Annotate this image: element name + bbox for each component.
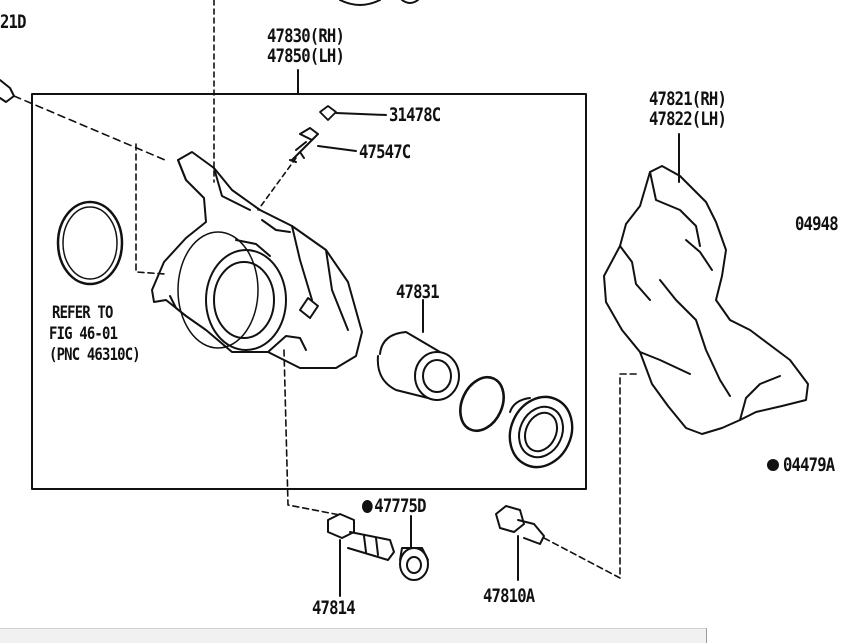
label-refer-line3: (PNC 46310C) bbox=[49, 345, 141, 365]
guide-bolt-47814 bbox=[327, 513, 395, 561]
label-mounting-lh: 47822(LH) bbox=[649, 108, 727, 130]
label-bolt-47814: 47814 bbox=[312, 597, 356, 619]
piston-seal bbox=[459, 375, 505, 433]
bleeder-plug bbox=[289, 127, 319, 163]
label-partial-04479A: 04479A bbox=[783, 454, 835, 476]
bolt-partial bbox=[0, 79, 15, 103]
label-bleeder-47547C: 47547C bbox=[359, 141, 411, 163]
bullet-dot-04479A bbox=[767, 459, 779, 471]
piston bbox=[376, 331, 460, 401]
label-partial-04948: 04948 bbox=[795, 213, 839, 235]
label-refer-line1: REFER TO bbox=[52, 303, 113, 323]
bushing-47775D bbox=[399, 547, 429, 581]
label-bushing-47775D: 47775D bbox=[362, 496, 426, 516]
seal-ring bbox=[56, 200, 124, 286]
label-bolt-47810A: 47810A bbox=[483, 585, 535, 607]
label-mounting-rh: 47821(RH) bbox=[649, 88, 727, 110]
label-refer-line2: FIG 46-01 bbox=[49, 324, 118, 344]
label-piston-47831: 47831 bbox=[396, 281, 440, 303]
label-partial-21D: 21D bbox=[0, 11, 27, 33]
piston-boot bbox=[508, 395, 574, 469]
caliper-body bbox=[151, 151, 363, 369]
bleeder-cap bbox=[319, 105, 337, 121]
guide-bolt-47810A bbox=[495, 505, 545, 545]
bullet-dot bbox=[362, 500, 373, 513]
label-caliper-lh: 47850(LH) bbox=[267, 45, 345, 67]
label-caliper-rh: 47830(RH) bbox=[267, 25, 345, 47]
label-bushing-text: 47775D bbox=[374, 495, 426, 517]
label-cap-31478C: 31478C bbox=[389, 104, 441, 126]
horizontal-scrollbar[interactable] bbox=[0, 628, 707, 643]
caliper-assembly-box bbox=[31, 93, 587, 490]
caliper-mounting bbox=[603, 165, 809, 435]
